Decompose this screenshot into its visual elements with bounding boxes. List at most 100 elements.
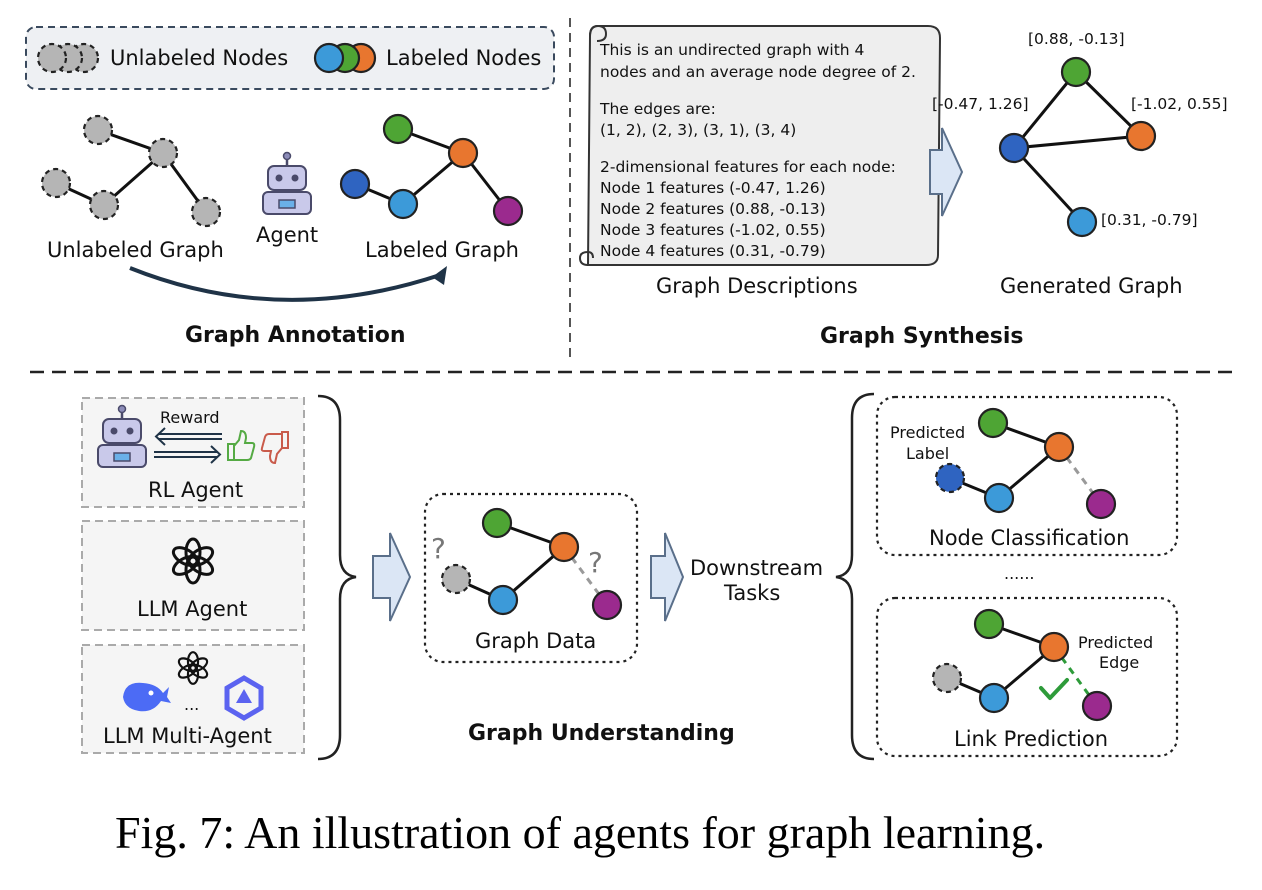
coord-label-bottom: [0.31, -0.79]: [1101, 211, 1198, 229]
graph-node: [1125, 120, 1157, 152]
graph-node: [440, 563, 472, 595]
legend-unlabeled-node: [36, 42, 68, 74]
coord-label-right: [-1.02, 0.55]: [1131, 95, 1228, 113]
unlabeled-graph: [40, 114, 222, 228]
description-line: Node 1 features (-0.47, 1.26): [600, 179, 826, 197]
graph-node: [481, 507, 513, 539]
coord-label-top: [0.88, -0.13]: [1028, 30, 1125, 48]
graph-node: [82, 114, 114, 146]
graph-node: [591, 589, 623, 621]
node-classification-box: [875, 395, 1179, 557]
predicted-label-node: [934, 462, 966, 494]
question-mark-node: ?: [431, 532, 446, 565]
description-line: Node 3 features (-1.02, 0.55): [600, 221, 826, 239]
labeled-graph: [339, 113, 524, 227]
llm-multi-agent-label: LLM Multi-Agent: [103, 724, 272, 748]
process-arrow-icon: [929, 127, 964, 217]
generated-graph: [998, 56, 1157, 238]
process-arrow-icon: [650, 532, 685, 622]
graph-synthesis-panel: This is an undirected graph with 4 nodes…: [578, 24, 1228, 349]
qwen-logo-icon: [224, 675, 264, 721]
graph-annotation-title: Graph Annotation: [185, 323, 405, 348]
coord-label-left: [-0.47, 1.26]: [932, 95, 1029, 113]
graph-node: [387, 188, 419, 220]
reward-arrows: [154, 427, 222, 464]
rl-agent-label: RL Agent: [148, 478, 243, 502]
graph-node: [1085, 488, 1117, 520]
graph-node: [190, 196, 222, 228]
graph-node: [1081, 690, 1113, 722]
description-line: nodes and an average node degree of 2.: [600, 63, 916, 81]
graph-node: [147, 137, 179, 169]
legend-labeled-node: [313, 42, 345, 74]
graph-node: [973, 608, 1005, 640]
graph-node: [1066, 206, 1098, 238]
graph-understanding-panel: Reward RL Agent LLM Agent: [81, 392, 1179, 761]
thumbs-down-icon: [260, 431, 289, 465]
description-line: This is an undirected graph with 4: [599, 41, 864, 59]
graph-node: [492, 195, 524, 227]
predicted-label-text: Predicted: [890, 423, 965, 442]
graph-node: [978, 682, 1010, 714]
tasks-ellipsis: ......: [1004, 564, 1035, 583]
legend-labeled-text: Labeled Nodes: [386, 46, 541, 70]
agent-label: Agent: [256, 223, 318, 247]
link-prediction-graph: [931, 608, 1113, 722]
figure-caption: Fig. 7: An illustration of agents for gr…: [115, 807, 1045, 858]
graph-node: [1060, 56, 1092, 88]
graph-data-graph: [440, 507, 623, 621]
scroll-document: This is an undirected graph with 4 nodes…: [578, 24, 942, 266]
unlabeled-graph-label: Unlabeled Graph: [47, 238, 224, 262]
right-brace: [835, 392, 875, 761]
description-line: (1, 2), (2, 3), (3, 1), (3, 4): [600, 121, 796, 139]
graph-descriptions-label: Graph Descriptions: [656, 274, 858, 298]
openai-logo-icon: [171, 537, 215, 585]
predicted-label-text: Label: [906, 444, 949, 463]
llm-agent-label: LLM Agent: [137, 597, 247, 621]
check-icon: [1039, 678, 1069, 700]
process-arrow-icon: [372, 532, 412, 622]
link-prediction-label: Link Prediction: [954, 727, 1108, 751]
openai-logo-icon: [177, 651, 209, 685]
graph-node: [931, 662, 963, 694]
robot-icon: [97, 404, 147, 468]
graph-node: [447, 137, 479, 169]
graph-annotation-panel: Unlabeled Nodes Labeled Nodes Unlabeled …: [25, 26, 555, 348]
graph-data-label: Graph Data: [475, 629, 596, 653]
description-line: Node 4 features (0.31, -0.79): [600, 242, 826, 260]
graph-node: [382, 113, 414, 145]
description-line: The edges are:: [599, 100, 716, 118]
predicted-edge-text: Predicted: [1078, 633, 1153, 652]
description-line: 2-dimensional features for each node:: [600, 158, 896, 176]
graph-node: [487, 584, 519, 616]
graph-node: [977, 407, 1009, 439]
robot-icon: [262, 151, 312, 215]
reward-label: Reward: [160, 408, 220, 427]
graph-node: [88, 189, 120, 221]
arrow-head-icon: [432, 266, 447, 285]
graph-understanding-title: Graph Understanding: [468, 721, 735, 746]
graph-node: [983, 482, 1015, 514]
tasks-label: Tasks: [723, 581, 780, 605]
graph-node: [40, 167, 72, 199]
graph-node: [339, 168, 371, 200]
legend-box: [25, 26, 555, 90]
node-classification-graph: [934, 407, 1117, 520]
labeled-graph-label: Labeled Graph: [365, 238, 519, 262]
node-classification-label: Node Classification: [929, 526, 1129, 550]
downstream-label: Downstream: [690, 556, 823, 580]
link-prediction-box: [875, 596, 1179, 758]
deepseek-whale-icon: [123, 682, 171, 712]
graph-synthesis-title: Graph Synthesis: [820, 324, 1024, 349]
thumbs-up-icon: [227, 429, 256, 461]
description-line: Node 2 features (0.88, -0.13): [600, 200, 826, 218]
multi-agent-ellipsis: ...: [184, 695, 199, 714]
predicted-edge-text: Edge: [1099, 653, 1139, 672]
legend-unlabeled-text: Unlabeled Nodes: [110, 46, 288, 70]
curved-arrow: [129, 266, 441, 302]
left-brace: [317, 394, 357, 761]
generated-graph-label: Generated Graph: [1000, 274, 1183, 298]
graph-node: [1043, 431, 1075, 463]
graph-node: [548, 531, 580, 563]
